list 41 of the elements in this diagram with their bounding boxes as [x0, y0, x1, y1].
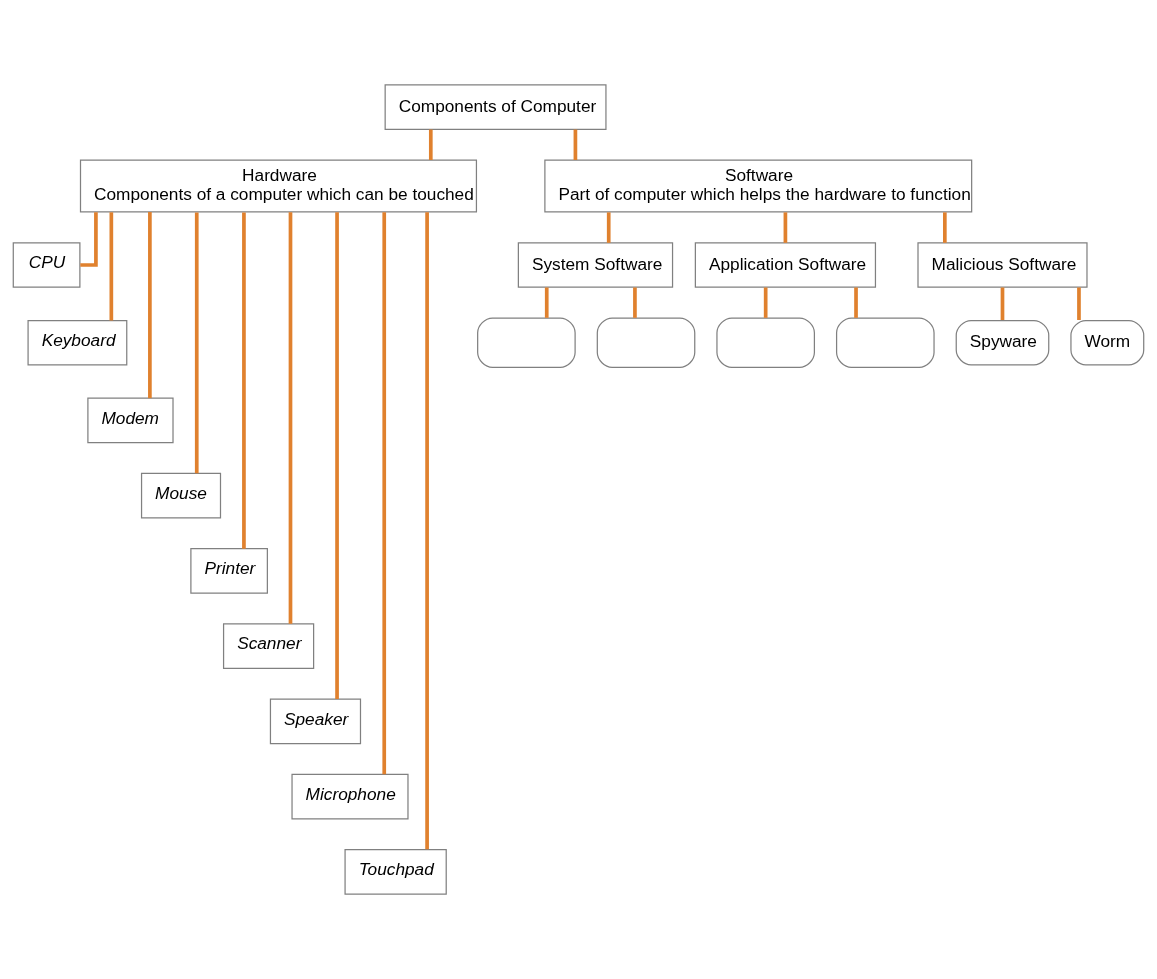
node-box: [477, 317, 576, 368]
node-box: Speaker: [269, 698, 362, 745]
connector: [288, 212, 293, 624]
node-box: Software Part of computer which helps the hardware to function: [544, 159, 973, 213]
node-box: Modem: [87, 397, 174, 444]
node-box: Touchpad: [344, 849, 447, 895]
node-box: System Software: [517, 242, 674, 288]
node-box: Components of Computer: [384, 84, 607, 130]
connector: [783, 212, 788, 243]
connector: [109, 212, 114, 321]
node-box: [716, 317, 815, 368]
node-box: Scanner: [222, 623, 315, 669]
connector: [382, 212, 387, 775]
connector: [428, 129, 433, 160]
connector: [1000, 287, 1005, 321]
connector: [573, 129, 578, 160]
node-box: [836, 317, 935, 368]
node-box: Malicious Software: [917, 242, 1088, 288]
connector: [1077, 287, 1081, 321]
connector: [425, 212, 429, 850]
connector: [80, 212, 98, 267]
node-box: Microphone: [291, 773, 409, 820]
node-box: Application Software: [694, 242, 877, 288]
node-box: Mouse: [140, 472, 222, 519]
node-box: [596, 317, 696, 368]
connector: [242, 212, 246, 549]
node-box: Spyware: [955, 319, 1050, 366]
connector: [148, 212, 152, 399]
connector: [335, 212, 339, 699]
node-box: Printer: [190, 548, 268, 594]
node-box: CPU: [12, 242, 81, 288]
node-box: Keyboard: [27, 319, 128, 366]
connector: [606, 212, 611, 243]
connector: [854, 287, 858, 318]
connector: [633, 287, 637, 318]
node-box: Hardware Components of a computer which can be touched: [79, 159, 478, 213]
connector: [763, 287, 768, 318]
node-box: Worm: [1070, 319, 1145, 366]
connector: [544, 287, 549, 318]
connector: [943, 212, 947, 243]
connector: [194, 212, 199, 474]
